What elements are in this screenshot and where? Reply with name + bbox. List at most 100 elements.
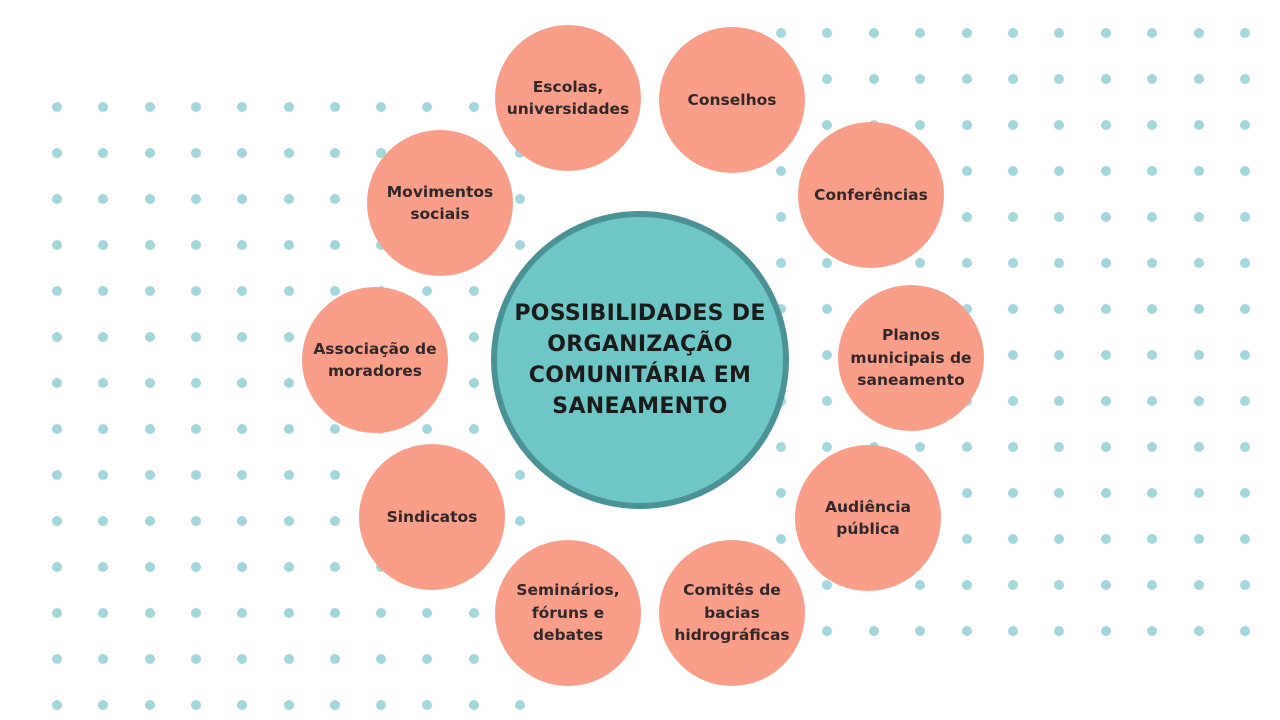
background-dot xyxy=(822,258,833,268)
background-dot xyxy=(468,700,479,710)
satellite-node-audiencia-publica: Audiência pública xyxy=(795,445,941,591)
background-dot xyxy=(329,240,340,250)
satellite-node-sindicatos: Sindicatos xyxy=(359,444,505,590)
background-dot xyxy=(98,608,109,618)
background-dot xyxy=(1240,166,1250,176)
background-dot xyxy=(915,442,926,452)
background-dot xyxy=(329,424,340,434)
background-dot xyxy=(52,562,62,572)
background-dot xyxy=(515,700,525,710)
background-dot xyxy=(776,258,786,268)
satellite-label: Conselhos xyxy=(687,90,777,109)
background-dot xyxy=(190,470,201,480)
background-dot xyxy=(1193,258,1204,268)
background-dot xyxy=(1100,580,1111,590)
background-dot xyxy=(1100,28,1111,38)
background-dot xyxy=(422,286,433,296)
background-dot xyxy=(329,654,340,664)
background-dot xyxy=(237,332,248,342)
background-dot xyxy=(1147,304,1158,314)
satellite-label: Escolas, universidades xyxy=(506,77,630,118)
background-dot xyxy=(52,470,62,480)
background-dot xyxy=(98,148,109,158)
background-dot xyxy=(1147,396,1158,406)
background-dot xyxy=(1008,580,1018,590)
background-dot xyxy=(237,194,248,204)
background-dot xyxy=(1240,442,1250,452)
background-dot xyxy=(422,654,433,664)
background-dot xyxy=(961,74,972,84)
background-dot xyxy=(52,332,62,342)
background-dot xyxy=(515,516,525,526)
background-dot xyxy=(1147,258,1158,268)
background-dot xyxy=(1193,534,1204,544)
background-dot xyxy=(1193,442,1204,452)
background-dot xyxy=(468,654,479,664)
background-dot xyxy=(329,470,340,480)
background-dot xyxy=(283,148,294,158)
background-dot xyxy=(52,608,62,618)
background-dot xyxy=(961,258,972,268)
background-dot xyxy=(283,608,294,618)
background-dot xyxy=(1054,166,1065,176)
background-dot xyxy=(1054,580,1065,590)
background-dot xyxy=(190,332,201,342)
background-dot xyxy=(422,700,433,710)
background-dot xyxy=(1240,304,1250,314)
background-dot xyxy=(1054,212,1065,222)
background-dot xyxy=(52,194,62,204)
background-dot xyxy=(915,28,926,38)
background-dot xyxy=(237,470,248,480)
background-dot xyxy=(1193,396,1204,406)
background-dot xyxy=(144,102,155,112)
background-dot xyxy=(1147,74,1158,84)
satellite-label: Conferências xyxy=(814,185,928,204)
background-dot xyxy=(776,534,786,544)
background-dot xyxy=(1193,74,1204,84)
background-dot xyxy=(1147,534,1158,544)
background-dot xyxy=(1008,212,1018,222)
background-dot xyxy=(1054,534,1065,544)
background-dot xyxy=(1147,28,1158,38)
background-dot xyxy=(1100,166,1111,176)
background-dot xyxy=(283,332,294,342)
background-dot xyxy=(1054,258,1065,268)
background-dot xyxy=(1008,626,1018,636)
background-dot xyxy=(52,102,62,112)
background-dot xyxy=(1240,258,1250,268)
background-dot xyxy=(822,74,833,84)
background-dot xyxy=(1100,258,1111,268)
background-dot xyxy=(283,700,294,710)
background-dot xyxy=(144,470,155,480)
background-dot xyxy=(237,102,248,112)
satellite-label: Sindicatos xyxy=(386,507,478,526)
satellite-label: Seminários, fóruns e debates xyxy=(516,581,620,645)
satellite-label: Associação de moradores xyxy=(313,339,437,380)
satellite-node-comites-bacias: Comitês de bacias hidrográficas xyxy=(659,540,805,686)
background-dot xyxy=(98,654,109,664)
background-dot xyxy=(190,240,201,250)
background-dot xyxy=(1054,304,1065,314)
background-dot xyxy=(1193,350,1204,360)
background-dot xyxy=(329,608,340,618)
background-dot xyxy=(98,562,109,572)
background-dot xyxy=(376,700,387,710)
background-dot xyxy=(98,516,109,526)
background-dot xyxy=(422,102,433,112)
background-dot xyxy=(1008,74,1018,84)
background-dot xyxy=(822,580,833,590)
background-dot xyxy=(376,608,387,618)
background-dot xyxy=(1054,28,1065,38)
background-dot xyxy=(144,240,155,250)
background-dot xyxy=(237,516,248,526)
background-dot xyxy=(1008,258,1018,268)
background-dot xyxy=(98,286,109,296)
background-dot xyxy=(915,580,926,590)
background-dot xyxy=(98,700,109,710)
background-dot xyxy=(961,534,972,544)
background-dot xyxy=(1193,212,1204,222)
background-dot xyxy=(98,332,109,342)
central-node-title: POSSIBILIDADES DE ORGANIZAÇÃO COMUNITÁRI… xyxy=(514,300,766,420)
background-dot xyxy=(1240,488,1250,498)
background-dot xyxy=(1240,580,1250,590)
